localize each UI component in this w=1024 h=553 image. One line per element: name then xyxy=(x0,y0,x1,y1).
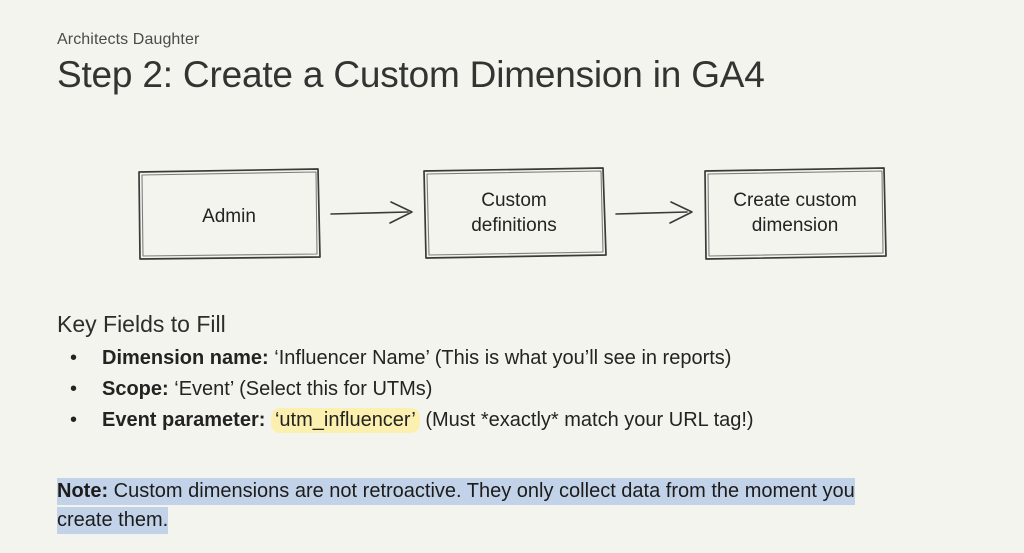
note-label: Note: xyxy=(57,480,109,502)
highlighted-parameter-name: ‘utm_influencer’ xyxy=(270,408,420,433)
flow-box-admin[interactable]: Admin xyxy=(138,168,321,260)
bullet-dot-icon: • xyxy=(70,378,78,400)
key-fields-list: • Dimension name: ‘Influencer Name’ (Thi… xyxy=(57,343,997,435)
list-item-tail: (Must *exactly* match your URL tag!) xyxy=(419,409,754,431)
flow-box-custom-definitions-outline-inner xyxy=(426,170,604,256)
list-item-value: ‘Influencer Name’ (This is what you’ll s… xyxy=(268,347,732,369)
flow-box-create-custom-dimension-label-line1: Create custom xyxy=(733,190,857,211)
slide-header: Architects Daughter Step 2: Create a Cus… xyxy=(57,30,957,98)
flow-box-admin-outline-inner xyxy=(141,171,318,257)
note-callout: Note: Custom dimensions are not retroact… xyxy=(57,477,907,535)
eyebrow-label: Architects Daughter xyxy=(57,31,200,48)
flow-box-custom-definitions[interactable]: Custom definitions xyxy=(423,167,607,259)
flow-box-admin-outline xyxy=(138,168,321,260)
flow-arrow-2-icon xyxy=(615,201,693,224)
list-item-label: Scope: xyxy=(102,378,169,400)
flow-box-custom-definitions-label-line1: Custom xyxy=(481,190,546,211)
list-item: • Dimension name: ‘Influencer Name’ (Thi… xyxy=(57,343,997,373)
list-item: • Scope: ‘Event’ (Select this for UTMs) xyxy=(57,374,997,404)
flow-box-custom-definitions-label-line2: definitions xyxy=(471,215,557,236)
flow-diagram-canvas: Admin Custom definitions Create custom d… xyxy=(138,167,887,260)
list-item-label: Dimension name: xyxy=(102,347,269,369)
key-fields-section: Key Fields to Fill • Dimension name: ‘In… xyxy=(57,309,997,436)
flow-box-custom-definitions-outline xyxy=(423,167,607,259)
flow-box-admin-label: Admin xyxy=(202,206,256,227)
bullet-dot-icon: • xyxy=(70,409,78,431)
key-fields-heading: Key Fields to Fill xyxy=(57,311,226,337)
flow-arrow-1-icon xyxy=(330,201,413,224)
flow-box-create-custom-dimension[interactable]: Create custom dimension xyxy=(704,167,887,260)
flow-box-create-custom-dimension-outline xyxy=(704,167,887,260)
flow-diagram: Admin Custom definitions Create custom d… xyxy=(0,150,1024,275)
list-item-label: Event parameter: xyxy=(102,409,266,431)
flow-box-create-custom-dimension-outline-inner xyxy=(707,170,884,257)
note-text: Custom dimensions are not retroactive. T… xyxy=(57,480,855,531)
flow-box-create-custom-dimension-label-line2: dimension xyxy=(752,215,839,236)
page-title: Step 2: Create a Custom Dimension in GA4 xyxy=(57,54,765,95)
list-item: • Event parameter: ‘utm_influencer’ (Mus… xyxy=(57,405,997,435)
list-item-value: ‘Event’ (Select this for UTMs) xyxy=(168,378,433,400)
bullet-dot-icon: • xyxy=(70,347,78,369)
